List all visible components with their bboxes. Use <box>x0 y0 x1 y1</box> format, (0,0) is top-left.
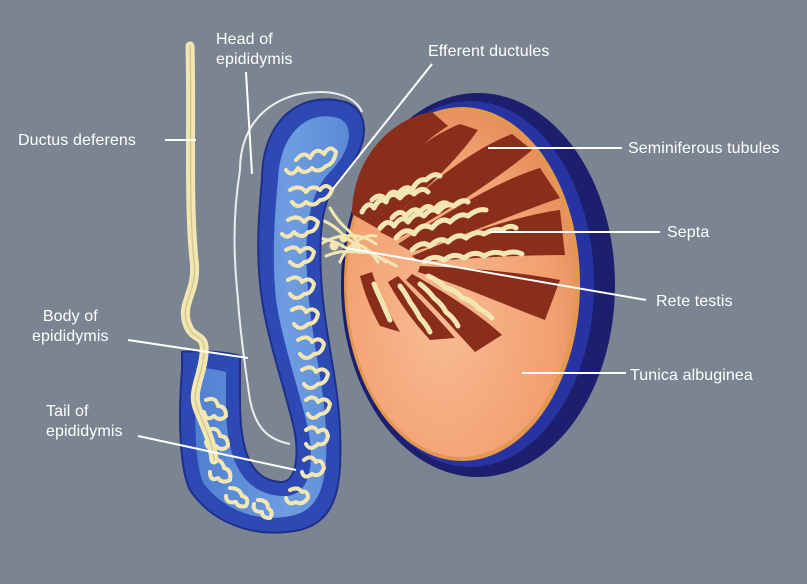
label-seminiferous-tubules: Seminiferous tubules <box>628 139 779 159</box>
label-tail-of-epididymis: Tail of epididymis <box>46 402 123 442</box>
label-rete-testis: Rete testis <box>656 292 733 312</box>
label-head-of-epididymis: Head of epididymis <box>216 30 293 70</box>
label-tunica-albuginea: Tunica albuginea <box>630 366 753 386</box>
label-septa: Septa <box>667 223 709 243</box>
label-body-of-epididymis: Body of epididymis <box>32 307 109 347</box>
label-ductus-deferens: Ductus deferens <box>18 131 136 151</box>
label-efferent-ductules: Efferent ductules <box>428 42 549 62</box>
epididymis <box>180 99 364 532</box>
leader-head-of-epididymis <box>246 72 252 174</box>
